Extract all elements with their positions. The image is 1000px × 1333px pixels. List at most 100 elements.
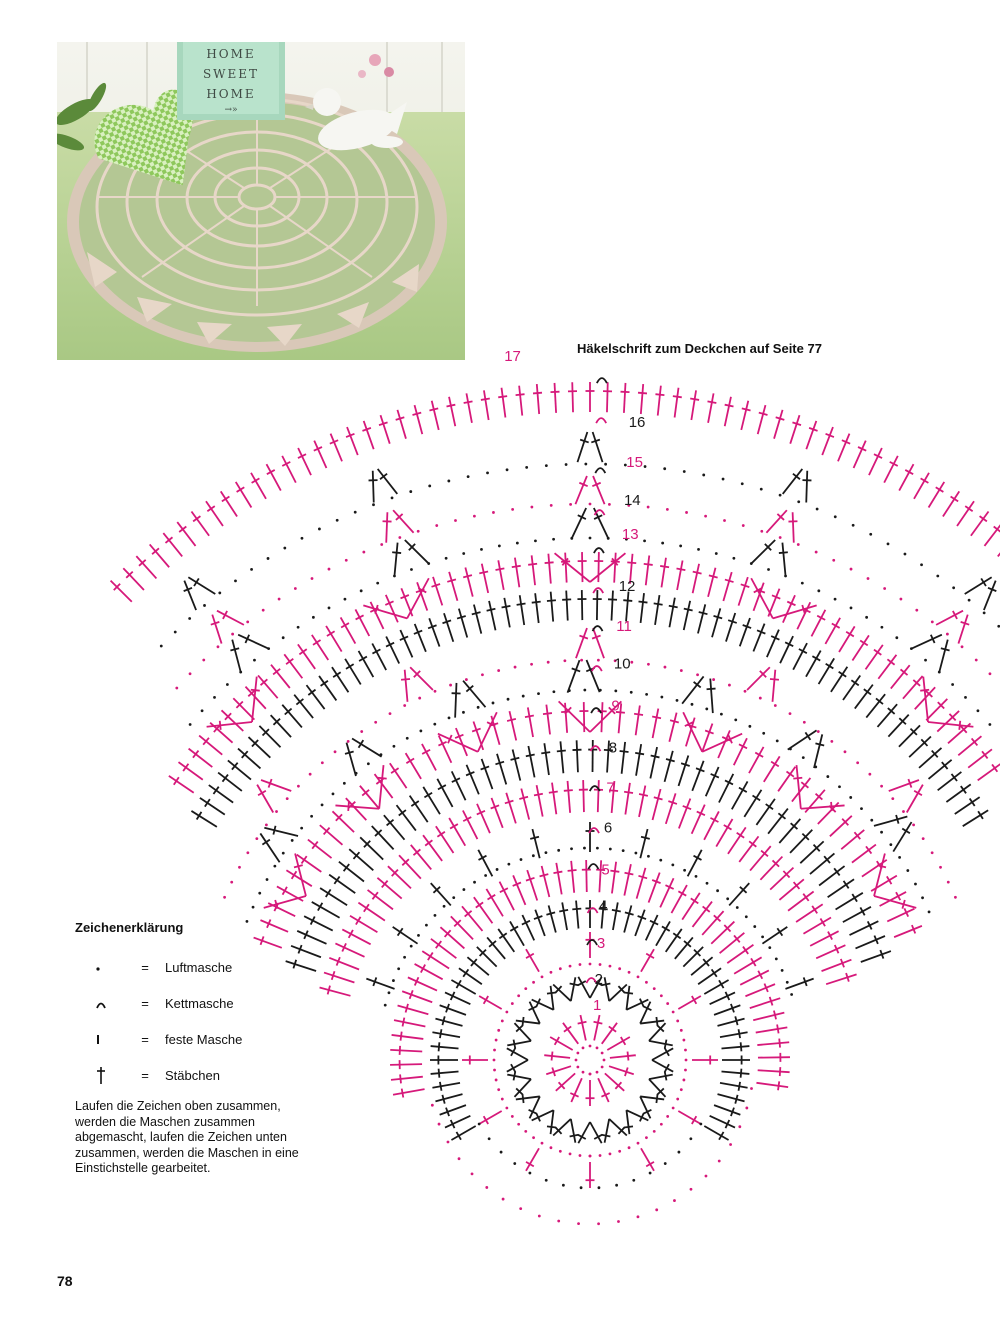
- stitch-dc: [429, 400, 440, 431]
- stitch-slip: [594, 467, 607, 474]
- stitch-dc: [701, 910, 725, 936]
- stitch-chain: [696, 673, 699, 677]
- stitch-dc: [623, 905, 634, 933]
- stitch-chain: [528, 1171, 532, 1175]
- stitch-chain: [497, 669, 501, 672]
- stitch-dc: [439, 926, 465, 950]
- stitch-slip: [586, 907, 599, 914]
- stitch-dc: [731, 781, 749, 810]
- stitch-slip: [595, 417, 607, 424]
- stitch-dc: [446, 396, 457, 427]
- stitch-dc: [331, 666, 350, 693]
- stitch-dc: [619, 741, 629, 774]
- stitch-chain: [767, 568, 770, 571]
- stitch-dc: [623, 591, 633, 622]
- stitch-chain: [519, 858, 523, 861]
- stitch-chain: [645, 692, 649, 696]
- stitch-dc: [647, 872, 661, 903]
- stitch-dc: [345, 426, 359, 456]
- stitch-dc: [415, 582, 429, 611]
- stitch-dc: [328, 956, 360, 971]
- stitch-chain: [705, 881, 709, 885]
- stitch-dc: [829, 815, 853, 837]
- stitch-dc: [752, 623, 766, 652]
- stitch-chain: [838, 785, 841, 789]
- stitch-dc: [305, 684, 326, 710]
- stitch-dc: [753, 1010, 785, 1022]
- stitch-dc: [898, 463, 915, 491]
- stitch-dc: [648, 1022, 667, 1042]
- stitch-chain: [684, 1068, 687, 1072]
- stitch-chain: [608, 847, 612, 851]
- stitch-chain: [342, 781, 346, 785]
- stitch-chain: [608, 502, 611, 506]
- stitch-dc: [854, 684, 874, 710]
- stitch-dc: [385, 636, 401, 664]
- stitch-slip: [588, 785, 601, 792]
- stitch-dc: [176, 521, 197, 547]
- stitch-dc: [230, 639, 242, 673]
- stitch-dc: [376, 877, 403, 900]
- stitch-chain: [360, 730, 364, 733]
- stitch-chain: [568, 1152, 572, 1156]
- stitch-chain: [433, 722, 437, 726]
- stitch-chain: [544, 1178, 548, 1182]
- stitch-dc: [516, 595, 526, 626]
- round-label-15: 15: [626, 454, 643, 471]
- stitch-dc: [821, 958, 852, 972]
- stitch-dc: [710, 920, 735, 945]
- stitch-dc: [719, 1029, 748, 1039]
- stitch-dc: [190, 510, 210, 537]
- stitch-dc: [672, 387, 682, 418]
- stitch-chain: [880, 830, 883, 834]
- stitch-dc: [726, 943, 754, 964]
- stitch-chain: [561, 1183, 565, 1187]
- stitch-dc: [462, 680, 487, 708]
- stitch-dc: [855, 935, 886, 950]
- stitch-chain: [261, 608, 265, 612]
- stitch-dc: [942, 490, 961, 518]
- stitch-chain: [320, 803, 324, 807]
- stitch-dc: [567, 382, 578, 413]
- stitch-chain: [569, 502, 572, 506]
- stitch-chain: [359, 589, 363, 593]
- stitch-dc: [490, 797, 504, 829]
- stitch-dc: [589, 1121, 603, 1144]
- stitch-dc: [703, 1125, 730, 1141]
- stitch-chain: [417, 933, 420, 937]
- stitch-chain: [778, 493, 782, 497]
- legend-label-double: Stäbchen: [165, 1067, 220, 1083]
- stitch-dc: [329, 433, 343, 462]
- stitch-dc: [655, 920, 671, 947]
- stitch-dc: [392, 542, 402, 577]
- stitch-dc: [640, 948, 655, 973]
- stitch-dc: [749, 845, 772, 872]
- stitch-dc: [954, 796, 981, 815]
- stitch-chain: [920, 563, 923, 567]
- stitch-dc: [297, 447, 312, 476]
- stitch-chain: [762, 731, 766, 735]
- stitch-chain: [258, 891, 262, 895]
- stitch-dc: [739, 969, 770, 986]
- stitch-dc: [608, 1065, 635, 1077]
- stitch-dc: [556, 741, 566, 774]
- stitch-chain: [481, 673, 484, 677]
- stitch-dc: [528, 555, 538, 586]
- stitch-chain: [579, 1186, 583, 1190]
- stitch-dc: [462, 810, 479, 840]
- stitch-dc: [577, 1121, 591, 1144]
- stitch-dc: [561, 552, 571, 583]
- stitch-dc: [849, 920, 879, 936]
- stitch-dc: [674, 936, 694, 960]
- stitch-chain: [627, 1146, 631, 1150]
- stitch-dc: [723, 396, 734, 427]
- stitch-chain: [253, 658, 256, 662]
- stitch-chain: [564, 463, 568, 466]
- stitch-dc: [578, 780, 588, 813]
- stitch-chain: [921, 896, 924, 900]
- stitch-chain: [682, 1078, 686, 1082]
- stitch-dc: [957, 614, 970, 644]
- stitch-dc: [918, 747, 943, 769]
- stitch-dc: [359, 836, 384, 861]
- stitch-chain: [532, 980, 535, 984]
